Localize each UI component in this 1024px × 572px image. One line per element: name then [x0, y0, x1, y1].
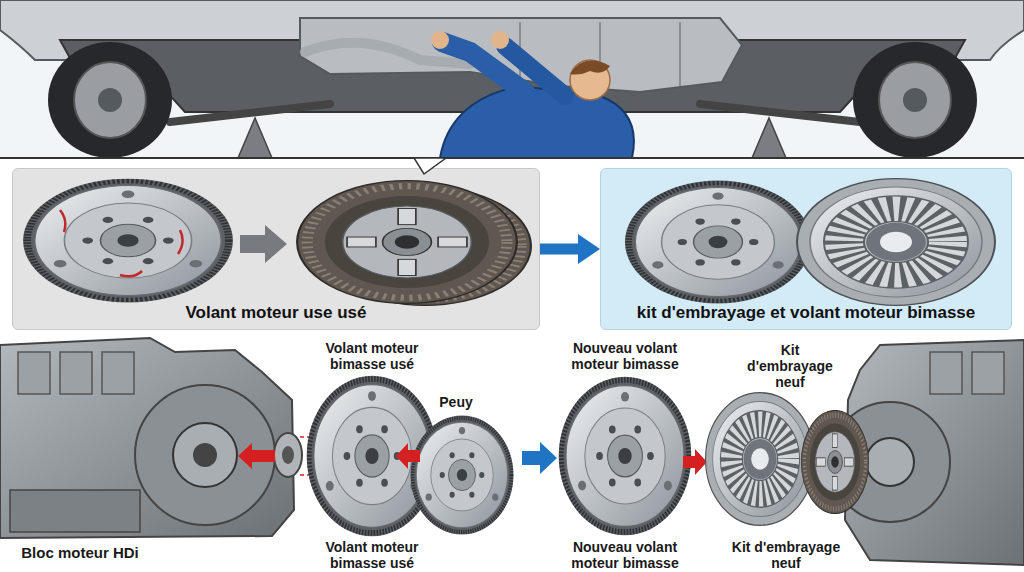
worn-flywheel: [23, 179, 233, 303]
wheel-tyre: [48, 42, 172, 158]
engine-block-left: [0, 338, 294, 538]
part-label: Bloc moteur HDi: [5, 545, 155, 561]
crank-flange: [173, 423, 237, 487]
panel-text-group: Volant moteur use usé: [13, 303, 539, 323]
axle-stand: [238, 118, 272, 158]
new-dual-mass-flywheel: [559, 377, 692, 535]
part-label: Peuy: [426, 394, 486, 410]
panel-text-group: kit d'embrayage et volant moteur bimasse: [601, 303, 1011, 323]
axle-stand: [752, 118, 786, 158]
mechanic-arm: [442, 42, 525, 92]
scene-background: [0, 0, 1024, 158]
separator-line: [0, 157, 1024, 159]
block-detail: [930, 352, 962, 394]
part-label: Volant moteur bimasse usé: [307, 340, 437, 372]
part-label: Nouveau volant moteur bimasse: [555, 539, 695, 571]
wheel-hub: [98, 88, 122, 112]
mechanic-hand: [491, 31, 509, 49]
alignment-lines: [300, 437, 332, 475]
wheel-rim: [74, 62, 146, 138]
bell-flange: [135, 385, 275, 525]
wheel-hub: [903, 88, 927, 112]
exploded-view: [0, 338, 1024, 565]
block-detail: [18, 352, 50, 394]
bell-flange: [830, 402, 950, 522]
red-arrow: [238, 443, 275, 469]
wheel-tyre: [853, 42, 977, 158]
block-detail: [60, 352, 92, 394]
mechanic-arm: [505, 46, 565, 96]
red-arrow: [396, 443, 420, 469]
suspension-arm: [170, 104, 330, 122]
flow-arrow: [540, 234, 600, 264]
part-label: Kit d'embrayage neuf: [744, 342, 836, 390]
new-flywheel: [625, 181, 811, 304]
wear-marks: [60, 210, 183, 276]
block-detail: [972, 352, 1004, 394]
new-kit-illustration: [625, 179, 995, 306]
red-arrow: [683, 449, 707, 475]
arrow-shaft: [540, 244, 580, 255]
mechanic-head: [570, 60, 610, 100]
panel-caption: kit d'embrayage et volant moteur bimasse: [601, 303, 1011, 323]
new-clutch-disc: [801, 411, 868, 514]
arrow-head: [578, 234, 600, 264]
mechanic-hair: [570, 61, 610, 75]
part-label: Volant moteur bimasse usé: [307, 539, 437, 571]
mechanic-body: [440, 86, 634, 158]
part-label: Nouveau volant moteur bimasse: [555, 340, 695, 372]
crank-flange: [866, 438, 914, 486]
wheel-rim: [879, 62, 951, 138]
worn-dual-mass-flywheel: [307, 376, 438, 536]
crank-bore: [193, 443, 217, 467]
panel-box: Volant moteur use usé: [12, 168, 540, 330]
car-underside-scene: [0, 0, 1024, 174]
mechanic-hand: [431, 31, 449, 49]
underbody: [60, 40, 965, 112]
worn-parts-illustration: [23, 179, 531, 306]
part-label: Kit d'embrayage neuf: [728, 539, 844, 571]
gearbox-ribs: [520, 22, 680, 86]
new-clutch-cover: [706, 393, 815, 526]
crank-hub-bore: [282, 446, 294, 464]
panel-caption: Volant moteur use usé: [13, 303, 539, 323]
crank-hub: [274, 433, 302, 477]
oil-sump: [10, 490, 140, 532]
clutch-cover: [797, 179, 995, 306]
blue-arrow: [522, 442, 557, 474]
callout-pointer: [414, 158, 446, 174]
gearbox: [300, 18, 742, 92]
car-body: [0, 0, 1024, 60]
gray-arrow: [240, 225, 287, 263]
suspension-arm: [700, 104, 860, 122]
clutch-disc: [297, 181, 517, 304]
engine-block-right: [845, 340, 1024, 565]
panel-box: kit d'embrayage et volant moteur bimasse: [600, 168, 1012, 330]
block-detail: [102, 352, 134, 394]
worn-plate: [411, 416, 514, 535]
clutch-disc-back: [319, 187, 531, 306]
exhaust-pipe: [305, 43, 470, 64]
